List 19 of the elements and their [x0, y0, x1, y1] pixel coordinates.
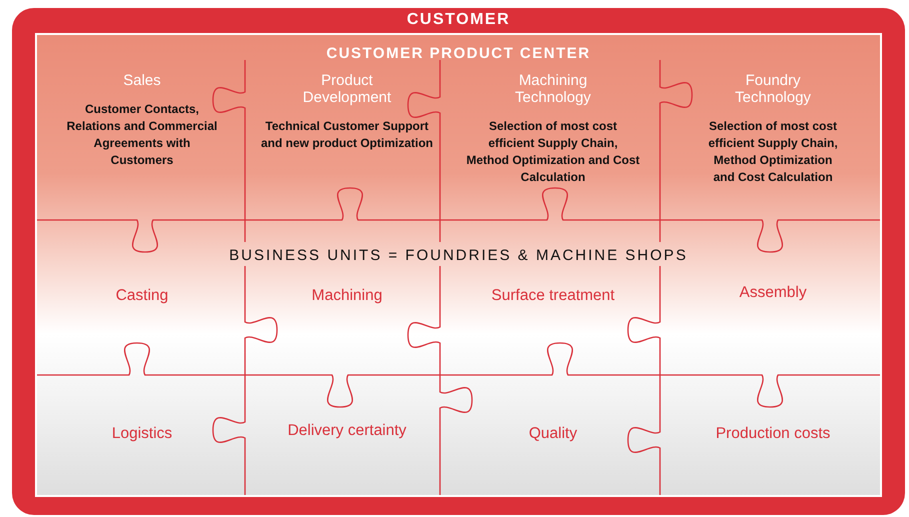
piece-heading: Machining Technology [514, 72, 592, 106]
piece-description: Selection of most cost efficient Supply Chain, Method Optimization and Cost Calculation [466, 118, 640, 186]
piece-label: Surface treatment [490, 287, 616, 305]
piece-heading: Product Development [302, 72, 392, 106]
piece-heading: Sales [122, 72, 162, 89]
piece-label: Production costs [714, 425, 832, 443]
piece-label: Delivery certainty [286, 422, 408, 440]
business-units-label: BUSINESS UNITS = FOUNDRIES & MACHINE SHOPS [228, 247, 689, 264]
piece-description: Customer Contacts, Relations and Commercial Agreements with Customers [66, 101, 218, 169]
piece-description: Selection of most cost efficient Supply Chain, Method Optimization and Cost Calculation [707, 118, 839, 186]
piece-label: Machining [310, 287, 384, 305]
piece-label: Casting [114, 287, 170, 305]
piece-label: Assembly [738, 284, 808, 302]
panel-title: CUSTOMER [406, 11, 512, 29]
piece-label: Logistics [110, 425, 174, 443]
piece-heading: Foundry Technology [734, 72, 812, 106]
piece-description: Technical Customer Support and new product Optimization [260, 118, 434, 152]
panel-title: CUSTOMER PRODUCT CENTER [325, 45, 592, 62]
piece-label: Quality [528, 425, 578, 443]
